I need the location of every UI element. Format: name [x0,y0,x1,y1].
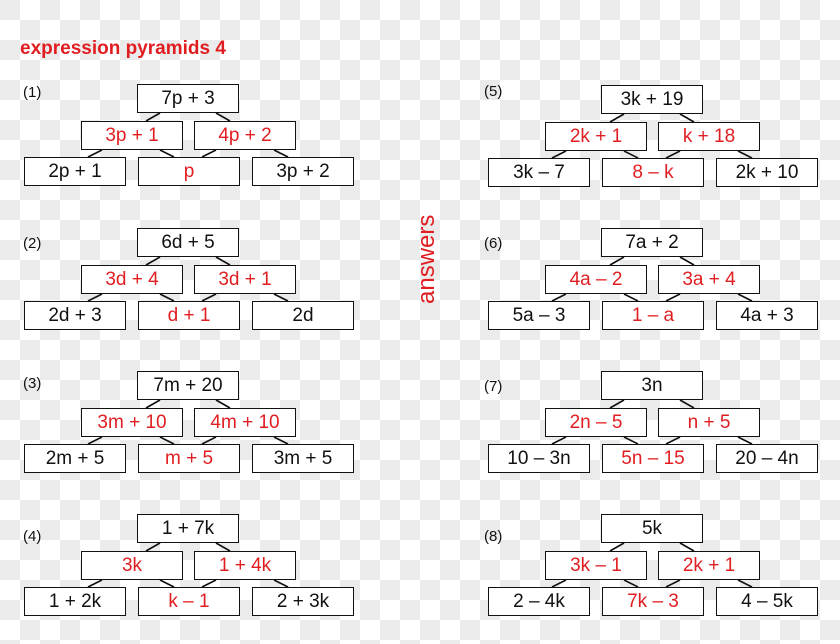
pyramid-number: (1) [23,84,42,101]
middle-left-answer-box: 3k [81,551,183,580]
pyramid-4: (4) 1 + 7k 3k 1 + 4k 1 + 2k k – 1 2 + 3k [23,514,364,622]
bottom-right-box: 3p + 2 [252,157,354,186]
middle-left-answer-box: 2n – 5 [545,408,647,437]
page-title: expression pyramids 4 [20,38,226,59]
connector-lines [551,256,753,302]
bottom-right-box: 2k + 10 [716,158,818,187]
connector-lines [551,113,753,159]
middle-left-answer-box: 2k + 1 [545,122,647,151]
pyramid-number: (3) [23,375,42,392]
pyramid-1: (1) 7p + 3 3p + 1 4p + 2 2p + 1 p 3p + 2 [23,84,364,192]
bottom-middle-answer-box: 1 – a [602,301,704,330]
pyramid-number: (2) [23,235,42,252]
pyramid-8: (8) 5k 3k – 1 2k + 1 2 – 4k 7k – 3 4 – 5… [484,514,828,622]
answers-side-label: answers [413,214,440,304]
bottom-right-box: 2 + 3k [252,587,354,616]
middle-left-answer-box: 3d + 4 [81,265,183,294]
top-box: 7p + 3 [137,84,239,113]
top-box: 7m + 20 [137,371,239,400]
bottom-right-box: 4a + 3 [716,301,818,330]
bottom-right-box: 2d [252,301,354,330]
bottom-right-box: 20 – 4n [716,444,818,473]
pyramid-number: (7) [484,378,503,395]
bottom-left-box: 3k – 7 [488,158,590,187]
pyramid-number: (6) [484,235,503,252]
bottom-right-box: 3m + 5 [252,444,354,473]
top-box: 5k [601,514,703,543]
bottom-middle-answer-box: 5n – 15 [602,444,704,473]
middle-left-answer-box: 3p + 1 [81,121,183,150]
bottom-middle-answer-box: m + 5 [138,444,240,473]
middle-right-answer-box: 3d + 1 [194,265,296,294]
pyramid-6: (6) 7a + 2 4a – 2 3a + 4 5a – 3 1 – a 4a… [484,228,828,336]
pyramid-number: (8) [484,528,503,545]
middle-left-answer-box: 3m + 10 [81,408,183,437]
bottom-middle-answer-box: 8 – k [602,158,704,187]
top-box: 1 + 7k [137,514,239,543]
bottom-left-box: 1 + 2k [24,587,126,616]
middle-right-answer-box: 2k + 1 [658,551,760,580]
middle-right-answer-box: k + 18 [658,122,760,151]
pyramid-number: (5) [484,83,503,100]
bottom-left-box: 2p + 1 [24,157,126,186]
middle-left-answer-box: 4a – 2 [545,265,647,294]
pyramid-3: (3) 7m + 20 3m + 10 4m + 10 2m + 5 m + 5… [23,371,364,479]
bottom-right-box: 4 – 5k [716,587,818,616]
bottom-left-box: 2m + 5 [24,444,126,473]
bottom-middle-answer-box: k – 1 [138,587,240,616]
connector-lines [87,542,289,588]
top-box: 3k + 19 [601,85,703,114]
connector-lines [87,256,289,302]
middle-right-answer-box: n + 5 [658,408,760,437]
connector-lines [87,112,289,158]
bottom-middle-answer-box: d + 1 [138,301,240,330]
pyramid-number: (4) [23,528,42,545]
bottom-left-box: 2 – 4k [488,587,590,616]
connector-lines [551,542,753,588]
top-box: 6d + 5 [137,228,239,257]
middle-left-answer-box: 3k – 1 [545,551,647,580]
top-box: 3n [601,371,703,400]
connector-lines [87,399,289,445]
pyramid-7: (7) 3n 2n – 5 n + 5 10 – 3n 5n – 15 20 –… [484,371,828,479]
bottom-left-box: 10 – 3n [488,444,590,473]
top-box: 7a + 2 [601,228,703,257]
middle-right-answer-box: 4p + 2 [194,121,296,150]
pyramid-5: (5) 3k + 19 2k + 1 k + 18 3k – 7 8 – k 2… [484,83,828,193]
middle-right-answer-box: 4m + 10 [194,408,296,437]
pyramid-2: (2) 6d + 5 3d + 4 3d + 1 2d + 3 d + 1 2d [23,228,364,336]
bottom-middle-answer-box: p [138,157,240,186]
middle-right-answer-box: 1 + 4k [194,551,296,580]
bottom-middle-answer-box: 7k – 3 [602,587,704,616]
bottom-left-box: 2d + 3 [24,301,126,330]
connector-lines [551,399,753,445]
bottom-left-box: 5a – 3 [488,301,590,330]
middle-right-answer-box: 3a + 4 [658,265,760,294]
